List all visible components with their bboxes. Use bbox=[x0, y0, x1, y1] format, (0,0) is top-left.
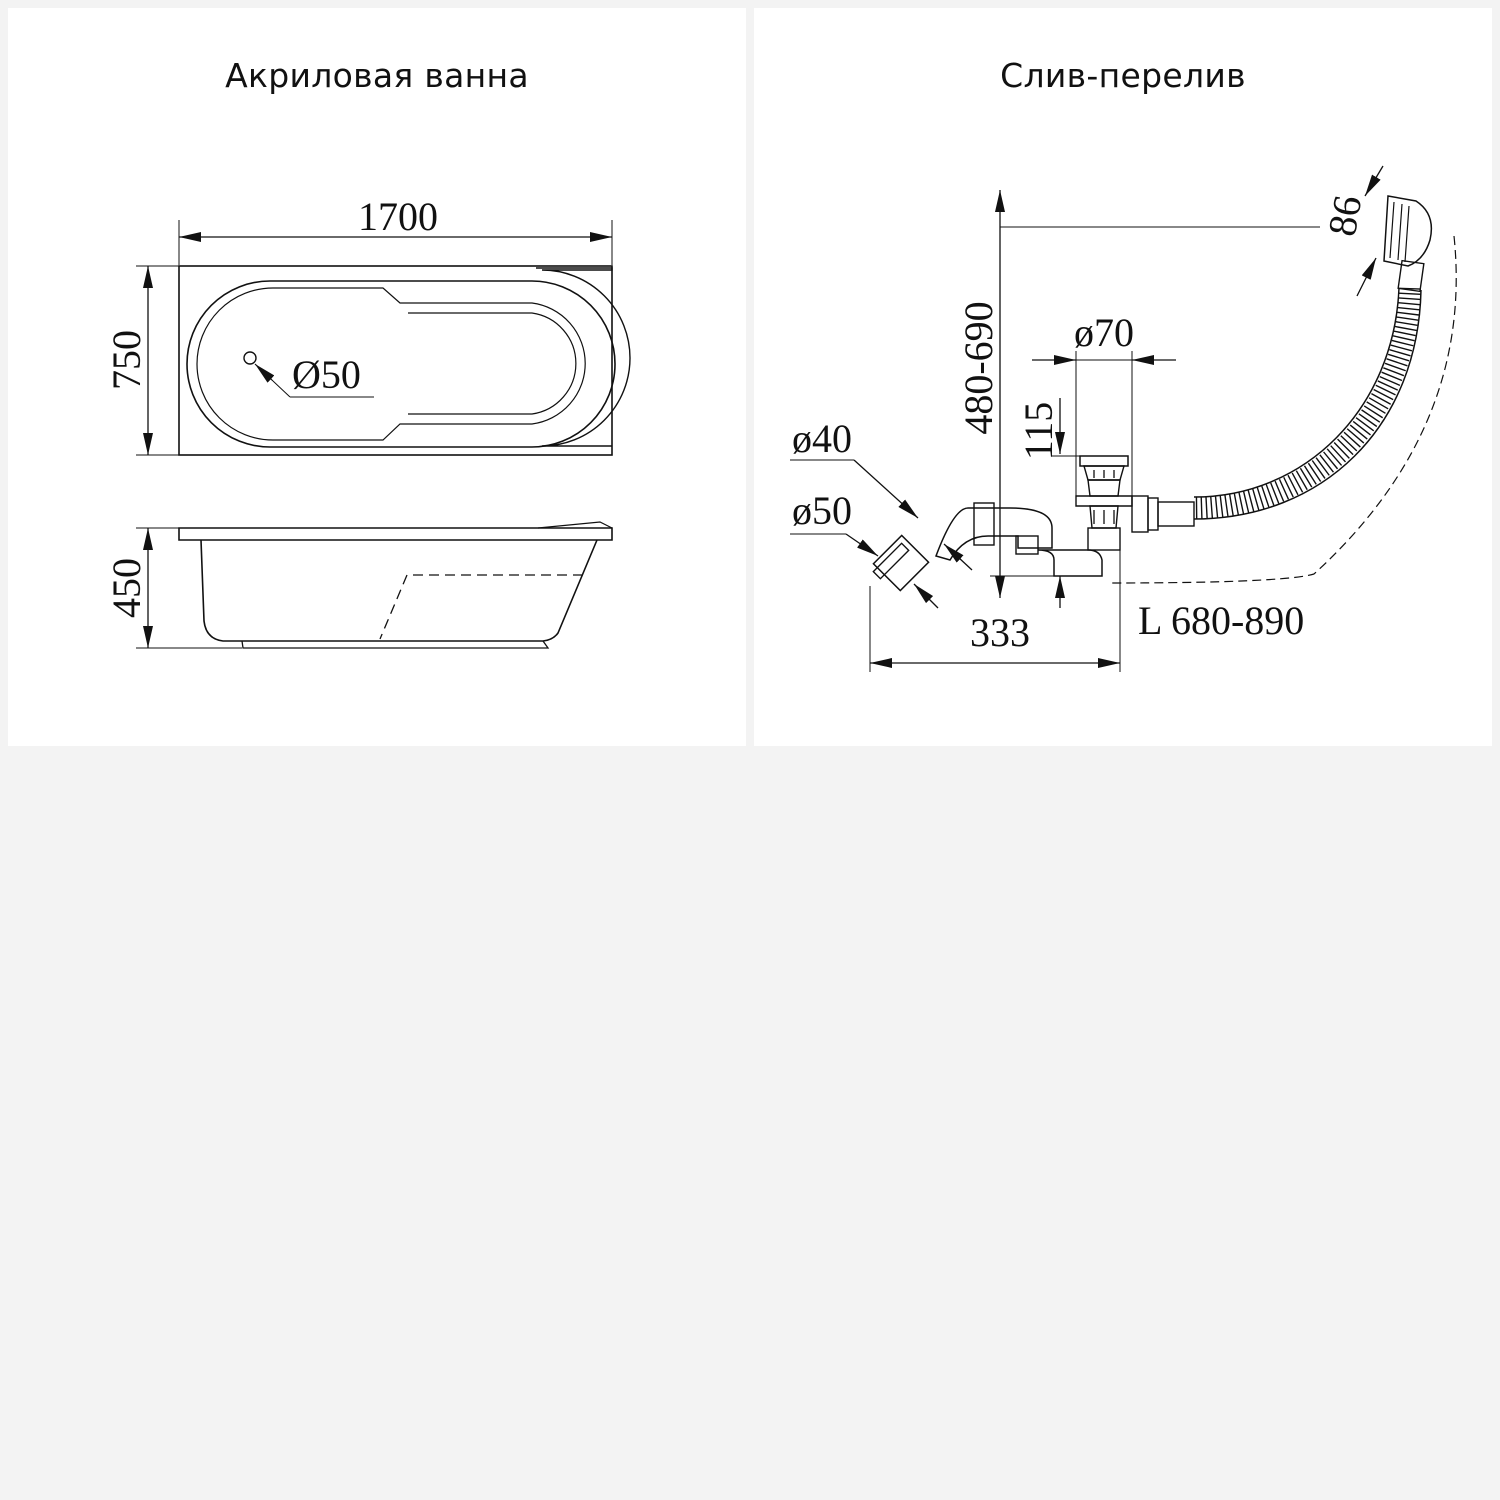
d115-label: 115 bbox=[1016, 402, 1061, 461]
overflow-height-label: 86 bbox=[1319, 192, 1370, 239]
corrugated-hose bbox=[1193, 287, 1422, 520]
tub-side-view: 450 bbox=[104, 521, 613, 649]
width-dimension: 750 bbox=[104, 265, 179, 456]
length-333-label: 333 bbox=[970, 610, 1030, 655]
overflow-dimension: 86 bbox=[1319, 165, 1384, 297]
bathtub-drawing: 1700 750 Ø50 bbox=[104, 194, 631, 649]
height-range-label: 480-690 bbox=[956, 301, 1001, 434]
d40-label: ø40 bbox=[792, 416, 852, 461]
d70-label: ø70 bbox=[1074, 310, 1134, 355]
height-range-dimension: 480-690 bbox=[956, 190, 1320, 598]
hose-length-label: L 680-890 bbox=[1138, 598, 1304, 643]
d115-dimension: 115 bbox=[1016, 398, 1080, 608]
drain-overflow-title: Слив-перелив bbox=[1000, 56, 1246, 95]
length-label: 1700 bbox=[358, 194, 438, 239]
length-333-dimension: 333 bbox=[869, 550, 1121, 672]
d50-label: ø50 bbox=[792, 488, 852, 533]
hose-length-indicator: L 680-890 bbox=[1107, 235, 1457, 643]
d70-dimension: ø70 bbox=[1032, 310, 1176, 506]
drain-label: Ø50 bbox=[292, 352, 361, 397]
bathtub-title: Акриловая ванна bbox=[225, 56, 529, 95]
drain-overflow-panel: Слив-перелив 480-690 86 bbox=[754, 8, 1492, 746]
d40-dimension: ø40 bbox=[790, 416, 973, 571]
overflow-head bbox=[1383, 195, 1433, 293]
width-label: 750 bbox=[104, 330, 149, 390]
drain-overflow-drawing: 480-690 86 L 680-890 bbox=[790, 165, 1457, 672]
height-label: 450 bbox=[104, 558, 149, 618]
drain-body bbox=[1075, 455, 1195, 551]
length-dimension: 1700 bbox=[178, 194, 613, 265]
siphon bbox=[872, 502, 1103, 592]
tub-top-view: Ø50 bbox=[178, 265, 631, 456]
bathtub-panel: Акриловая ванна 1700 750 bbox=[8, 8, 746, 746]
drain-hole bbox=[243, 351, 257, 365]
d50-dimension: ø50 bbox=[790, 488, 939, 609]
